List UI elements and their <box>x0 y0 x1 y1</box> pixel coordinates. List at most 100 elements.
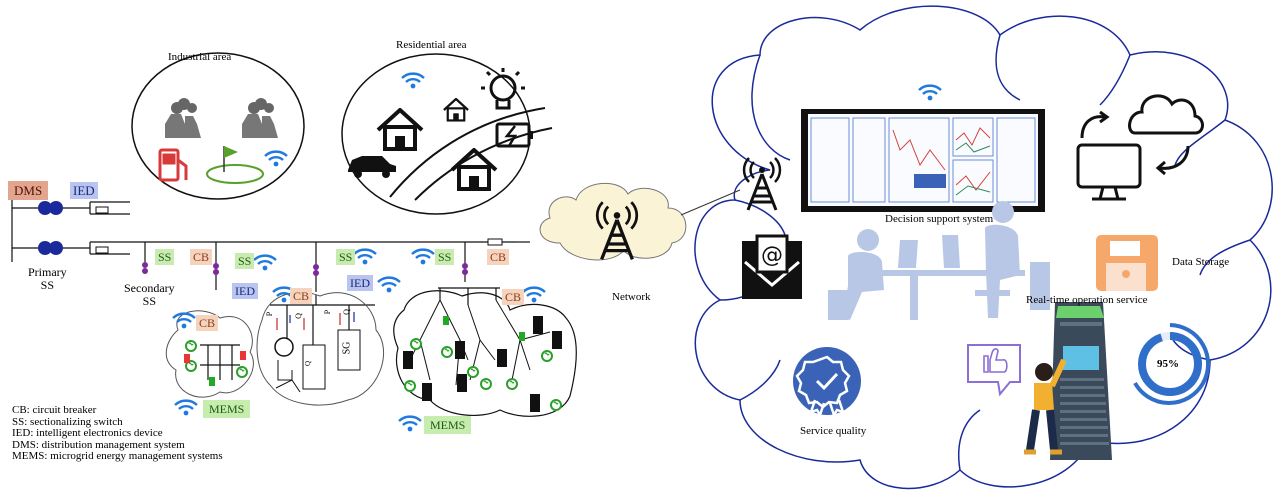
primary-ss-label: Primary SS <box>28 265 67 292</box>
network-link <box>680 189 741 216</box>
decision-support-label: Decision support system <box>885 213 994 225</box>
cloud-icon <box>1080 94 1204 176</box>
switch-symbol <box>95 246 109 254</box>
thumbs-up-icon <box>967 344 1021 397</box>
people-at-desk <box>828 201 1050 320</box>
solar-icon <box>497 349 507 367</box>
legend-item: MEMS: microgrid energy management system… <box>12 450 223 462</box>
residential-area-circle <box>341 53 531 215</box>
solar-icon <box>422 383 432 401</box>
network-cloud <box>539 182 687 261</box>
cb-tag: CB <box>196 315 219 331</box>
microgrid-boundary <box>165 310 254 398</box>
generator-icon <box>404 380 416 392</box>
badge-icon <box>793 347 861 418</box>
generator-icon <box>185 340 197 352</box>
solar-icon <box>533 316 543 334</box>
progress-ring <box>1133 323 1211 405</box>
q-storage-label: Q <box>304 360 313 367</box>
generator-icon <box>410 338 422 350</box>
network-label: Network <box>612 291 651 303</box>
industrial-area-circle <box>131 52 305 200</box>
house-icon <box>442 97 470 122</box>
ss-tag: SS <box>235 253 255 269</box>
wifi-icon <box>376 276 402 294</box>
car-icon <box>348 156 396 178</box>
ss-tag: SS <box>155 249 175 265</box>
q-sg-label: Q <box>341 309 351 315</box>
solar-icon <box>457 374 467 392</box>
cb-tag: CB <box>487 249 510 265</box>
wifi-icon <box>252 254 278 272</box>
primary-transformer <box>38 201 63 255</box>
email-icon: @ <box>742 234 802 299</box>
secondary-transformer <box>142 262 468 276</box>
factory-icon <box>242 98 278 138</box>
switch-symbol <box>95 206 109 214</box>
p-pvmg-label: P <box>265 311 275 317</box>
generator-icon <box>467 366 479 378</box>
monitor-icon <box>1076 143 1142 201</box>
generator-icon <box>441 346 453 358</box>
wifi-icon <box>263 150 289 168</box>
solar-icon <box>455 341 465 359</box>
storage-icon <box>240 351 246 360</box>
wind-turbine <box>275 379 301 393</box>
sg-unit <box>337 329 361 371</box>
residential-area-label: Residential area <box>396 39 467 51</box>
ied-tag: IED <box>70 182 98 199</box>
battery-icon <box>495 122 533 148</box>
ss-tag: SS <box>336 249 356 265</box>
ied-tag: IED <box>232 283 258 299</box>
server-icon <box>1024 302 1112 460</box>
mems-tag: MEMS <box>203 400 251 418</box>
factory-icon <box>165 98 201 138</box>
secondary-ss-label: Secondary SS <box>124 281 175 308</box>
wifi-icon <box>352 248 378 266</box>
legend-item: SS: sectionalizing switch <box>12 415 123 428</box>
microgrid-boundary <box>256 291 385 406</box>
wifi-icon <box>410 248 436 266</box>
p-sg-label: P <box>323 309 333 315</box>
service-quality-label: Service quality <box>800 425 867 437</box>
wifi-icon <box>171 312 197 330</box>
wind-turbine <box>277 360 293 381</box>
wifi-icon <box>397 415 423 433</box>
legend-item: IED: intelligent electronics device <box>12 427 163 439</box>
storage-icon <box>443 316 449 325</box>
legend-item: DMS: distribution management system <box>12 438 185 451</box>
floppy-disk-icon <box>1096 235 1158 291</box>
generator-icon <box>550 399 562 411</box>
solar-icon <box>530 394 540 412</box>
lightbulb-icon <box>481 68 525 110</box>
q-pvmg-label: Q <box>293 313 303 319</box>
microgrid-bus <box>200 344 240 380</box>
wifi-icon <box>521 286 547 304</box>
fuel-pump-icon <box>158 148 188 182</box>
ss-tag: SS <box>435 249 455 265</box>
legend-item: CB: circuit breaker <box>12 404 97 416</box>
solar-icon <box>403 351 413 369</box>
wifi-icon <box>400 72 426 90</box>
microgrid-lines <box>409 299 551 386</box>
house-icon <box>376 108 424 151</box>
svg-text:@: @ <box>761 243 783 268</box>
dashboard-screen <box>801 109 1045 212</box>
cb-tag: CB <box>502 289 525 305</box>
data-storage-label: Data Storage <box>1172 256 1230 268</box>
microgrid-boundary <box>393 290 577 417</box>
progress-label: 95% <box>1157 358 1179 370</box>
ied-tag: IED <box>347 275 373 291</box>
sg-label: SG <box>341 341 353 355</box>
storage-unit <box>302 344 326 390</box>
cb-tag: CB <box>190 249 213 265</box>
pv-generator <box>274 337 294 357</box>
generator-icon <box>541 350 553 362</box>
realtime-service-label: Real-time operation service <box>1026 294 1148 306</box>
dms-tag: DMS <box>8 181 49 200</box>
generator-icon <box>506 378 518 390</box>
industrial-area-label: Industrial area <box>168 51 232 63</box>
distribution-grid <box>11 195 530 345</box>
storage-icon <box>519 332 525 341</box>
